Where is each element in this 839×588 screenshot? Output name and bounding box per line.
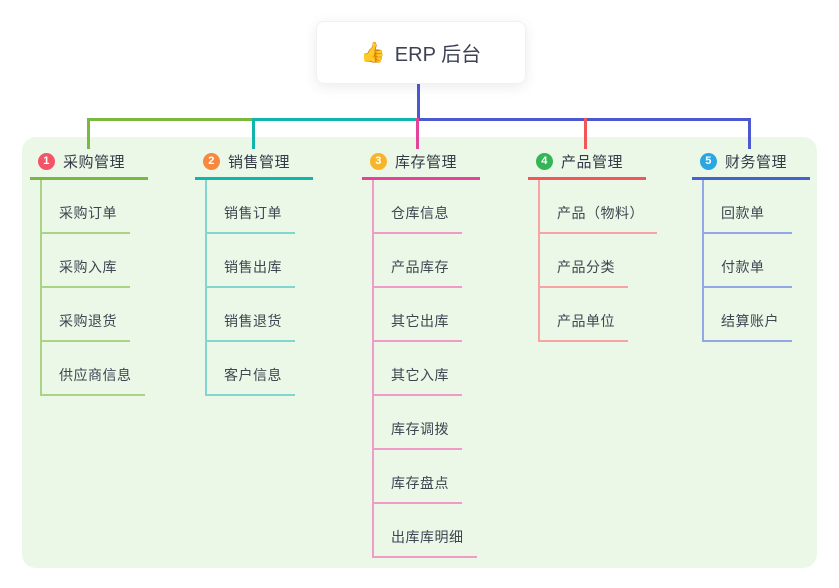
branch-product: 4 产品管理 产品（物料） 产品分类 产品单位	[528, 147, 657, 342]
node-sales-outbound[interactable]: 销售出库	[207, 234, 295, 288]
branch-finance: 5 财务管理 回款单 付款单 结算账户	[692, 147, 810, 342]
branch-title-finance[interactable]: 5 财务管理	[692, 147, 810, 180]
connector-drop-purchase	[87, 118, 90, 149]
node-product-material[interactable]: 产品（物料）	[540, 180, 657, 234]
branch-title-purchase[interactable]: 1 采购管理	[30, 147, 148, 180]
node-product-unit[interactable]: 产品单位	[540, 288, 628, 342]
badge-number-4: 4	[536, 152, 553, 170]
connector-trunk-green	[87, 118, 254, 121]
node-sales-order[interactable]: 销售订单	[207, 180, 295, 234]
node-purchase-inbound[interactable]: 采购入库	[42, 234, 130, 288]
node-stock-transfer[interactable]: 库存调拨	[374, 396, 462, 450]
branch-purchase: 1 采购管理 采购订单 采购入库 采购退货 供应商信息	[30, 147, 148, 396]
connector-drop-finance	[748, 118, 751, 149]
node-other-inbound[interactable]: 其它入库	[374, 342, 462, 396]
node-purchase-order[interactable]: 采购订单	[42, 180, 130, 234]
badge-number-3: 3	[370, 152, 387, 170]
connector-drop-sales	[252, 118, 255, 149]
branch-title-sales[interactable]: 2 销售管理	[195, 147, 313, 180]
branch-title-inventory[interactable]: 3 库存管理	[362, 147, 480, 180]
connector-trunk-teal	[253, 118, 418, 121]
node-stock-count[interactable]: 库存盘点	[374, 450, 462, 504]
branch-title-product[interactable]: 4 产品管理	[528, 147, 646, 180]
node-settlement-account[interactable]: 结算账户	[704, 288, 792, 342]
node-product-category[interactable]: 产品分类	[540, 234, 628, 288]
root-node-label: ERP 后台	[394, 44, 482, 66]
node-receipt-bill[interactable]: 回款单	[704, 180, 792, 234]
node-customer-info[interactable]: 客户信息	[207, 342, 295, 396]
badge-number-2: 2	[203, 152, 220, 170]
branch-children-sales: 销售订单 销售出库 销售退货 客户信息	[205, 180, 295, 396]
node-purchase-return[interactable]: 采购退货	[42, 288, 130, 342]
mindmap-background-panel	[22, 137, 817, 568]
branch-inventory: 3 库存管理 仓库信息 产品库存 其它出库 其它入库 库存调拨 库存盘点 出库库…	[362, 147, 480, 558]
node-sales-return[interactable]: 销售退货	[207, 288, 295, 342]
connector-drop-inventory	[416, 118, 419, 149]
root-node-erp[interactable]: 👍 ERP 后台	[316, 21, 526, 84]
node-supplier-info[interactable]: 供应商信息	[42, 342, 145, 396]
branch-label: 销售管理	[228, 153, 291, 171]
branch-children-purchase: 采购订单 采购入库 采购退货 供应商信息	[40, 180, 145, 396]
branch-children-inventory: 仓库信息 产品库存 其它出库 其它入库 库存调拨 库存盘点 出库库明细	[372, 180, 477, 558]
connector-drop-product	[584, 118, 587, 149]
node-outbound-detail[interactable]: 出库库明细	[374, 504, 477, 558]
connector-root-vertical	[417, 81, 420, 119]
branch-label: 财务管理	[725, 153, 788, 171]
branch-children-finance: 回款单 付款单 结算账户	[702, 180, 792, 342]
node-payment-bill[interactable]: 付款单	[704, 234, 792, 288]
branch-sales: 2 销售管理 销售订单 销售出库 销售退货 客户信息	[195, 147, 313, 396]
thumbs-up-icon: 👍	[360, 41, 386, 64]
branch-label: 产品管理	[561, 153, 624, 171]
branch-children-product: 产品（物料） 产品分类 产品单位	[538, 180, 657, 342]
branch-label: 采购管理	[63, 153, 126, 171]
node-warehouse-info[interactable]: 仓库信息	[374, 180, 462, 234]
badge-number-5: 5	[700, 152, 717, 170]
node-product-stock[interactable]: 产品库存	[374, 234, 462, 288]
node-other-outbound[interactable]: 其它出库	[374, 288, 462, 342]
badge-number-1: 1	[38, 152, 55, 170]
branch-label: 库存管理	[395, 153, 458, 171]
